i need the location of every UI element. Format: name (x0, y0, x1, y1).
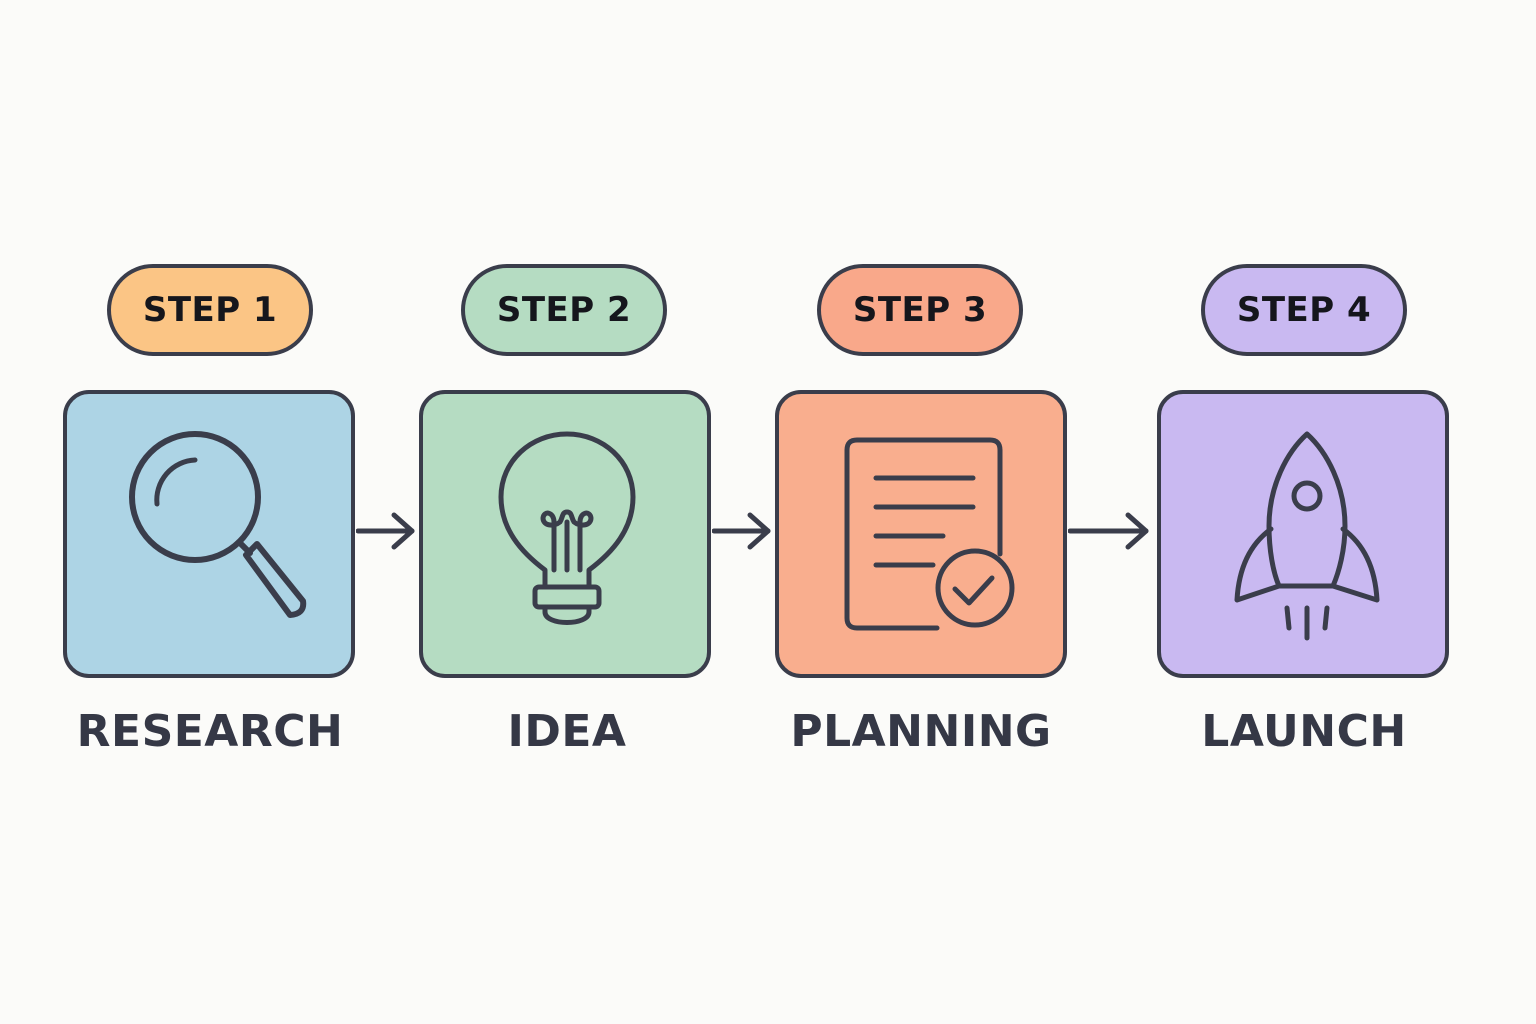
lightbulb-icon (498, 431, 636, 625)
arrow-right-icon (1068, 512, 1149, 550)
step-4-badge: STEP 4 (1201, 264, 1407, 356)
step-3-badge: STEP 3 (817, 264, 1023, 356)
step-3-label: PLANNING (790, 706, 1052, 757)
step-4-label: LAUNCH (1201, 706, 1407, 757)
rocket-icon (1234, 431, 1380, 641)
magnifying-glass-icon (129, 431, 307, 618)
arrow-right-icon (712, 512, 771, 550)
step-1-card (63, 390, 355, 678)
step-2-badge: STEP 2 (461, 264, 667, 356)
arrow-right-icon (356, 512, 415, 550)
step-1-label: RESEARCH (76, 706, 344, 757)
step-3-card (775, 390, 1067, 678)
step-1-badge: STEP 1 (107, 264, 313, 356)
step-2-label: IDEA (507, 706, 627, 757)
checklist-document-icon (844, 437, 1015, 631)
step-4-card (1157, 390, 1449, 678)
step-2-card (419, 390, 711, 678)
